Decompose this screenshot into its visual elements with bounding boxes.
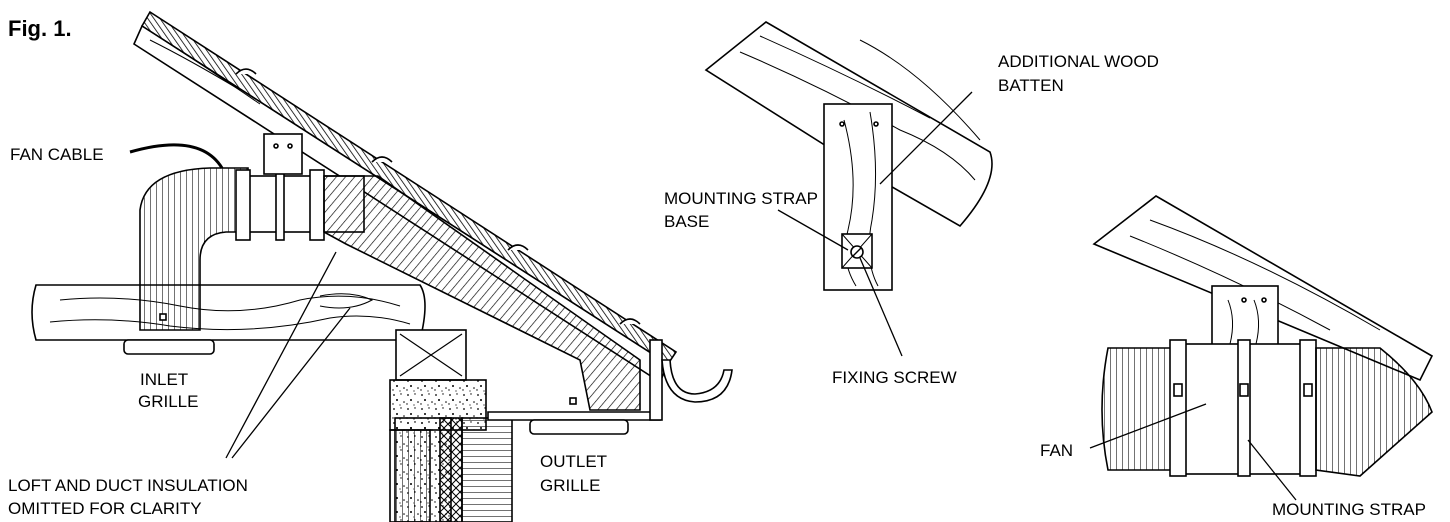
figure-title: Fig. 1. [8, 16, 72, 41]
inlet-grille-label-line1: INLET [140, 370, 189, 389]
gutter [661, 359, 733, 403]
fan-label: FAN [1040, 441, 1074, 460]
inlet-duct [139, 167, 249, 331]
fan-assembly-view [1089, 195, 1434, 501]
inlet-grille-label-line2: GRILLE [138, 392, 199, 411]
fan-cable [129, 143, 224, 169]
fixing-screw-label: FIXING SCREW [832, 368, 957, 387]
ceiling-joist [31, 284, 426, 341]
additional-wood-batten-label-line2: BATTEN [998, 76, 1064, 95]
brick-courses [461, 417, 513, 522]
soffit-board [487, 411, 661, 421]
mounting-strap-label: MOUNTING STRAP [1272, 500, 1426, 519]
leader-insulation-2 [231, 307, 351, 459]
outlet-grille-plate [529, 419, 629, 435]
loft-insulation-label-line2: OMITTED FOR CLARITY [8, 499, 202, 518]
fan-cable-label: FAN CABLE [10, 145, 104, 164]
wall-insulation [439, 417, 463, 522]
outlet-duct [323, 175, 641, 411]
section-view [31, 10, 733, 522]
outlet-grille-label-line1: OUTLET [540, 452, 608, 471]
fascia-board [649, 339, 663, 421]
loft-insulation-label-line1: LOFT AND DUCT INSULATION [8, 476, 248, 495]
assembly-right-duct [1315, 347, 1433, 477]
leader-insulation-1 [225, 251, 337, 459]
additional-wood-batten-label-line1: ADDITIONAL WOOD [998, 52, 1159, 71]
mounting-strap-base-label-line2: BASE [664, 212, 710, 231]
mounting-detail-view [704, 21, 993, 357]
assembly-left-duct [1101, 347, 1181, 471]
inlet-grille-plate [123, 339, 215, 355]
fan-mounting-block [263, 133, 303, 175]
outlet-grille-label-line2: GRILLE [540, 476, 601, 495]
mounting-strap-base-label-line1: MOUNTING STRAP [664, 189, 818, 208]
